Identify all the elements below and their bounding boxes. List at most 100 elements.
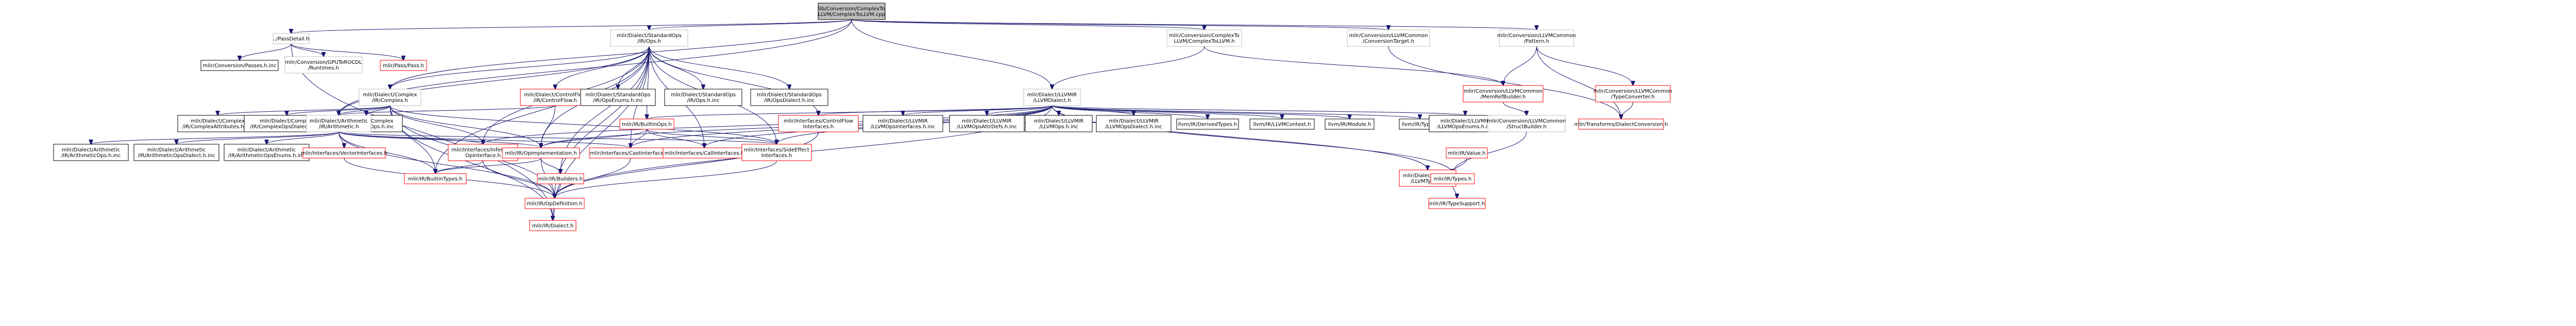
- node-label-line: /LLVMOpsDialect.h.inc: [1105, 124, 1162, 130]
- node-box: [306, 115, 371, 132]
- edge-stdops-to-stddialect: [649, 46, 789, 89]
- node-irtypes[interactable]: mlir/IR/Types.h: [1430, 173, 1475, 184]
- node-label-line: /LLVMDialect.h: [1033, 98, 1071, 104]
- node-label-line: Interfaces.h: [761, 153, 792, 159]
- node-label-line: /IR/ComplexOpsDialect.h.inc: [250, 124, 323, 130]
- node-label-line: mlir/Interfaces/ControlFlow: [784, 118, 853, 124]
- node-box: [529, 220, 577, 231]
- node-arithopsinc: mlir/Dialect/Arithmetic/IR/ArithmeticOps…: [53, 144, 129, 161]
- edge-controlflow-to-opimpl: [541, 105, 555, 148]
- edge-opimpl-to-builtintypes: [435, 158, 541, 174]
- node-box: [1096, 115, 1172, 132]
- node-label-line: mlir/Dialect/LLVMIR: [878, 118, 928, 124]
- node-box: [224, 144, 310, 161]
- node-builders[interactable]: mlir/IR/Builders.h: [537, 173, 584, 184]
- node-label-line: /IR/ArithmeticOpsEnums.h.inc: [228, 153, 305, 159]
- node-complexops[interactable]: mlir/Dialect/Complex/IR/Complex.h: [359, 89, 421, 106]
- node-llvmdialect[interactable]: mlir/Dialect/LLVMIR/LLVMDialect.h: [1023, 89, 1081, 106]
- node-label-line: mlir/Conversion/ComplexTo: [1169, 33, 1240, 39]
- node-label-line: mlir/IR/Dialect.h: [532, 224, 574, 229]
- node-memrefbuilder[interactable]: mlir/Conversion/LLVMCommon/MemRefBuilder…: [1463, 85, 1544, 102]
- node-typesupport[interactable]: mlir/IR/TypeSupport.h: [1428, 198, 1486, 209]
- node-gpu2rocdl[interactable]: mlir/Conversion/GPUToROCDL/Runtimes.h: [284, 56, 363, 74]
- node-label-line: /IR/OpsEnums.h.inc: [593, 98, 643, 104]
- edge-infertype-to-builtintypes: [435, 160, 483, 174]
- node-arith[interactable]: mlir/Dialect/Arithmetic/IR/Arithmetic.h: [306, 115, 371, 132]
- edge-castinterfaces-to-opdefinition: [555, 158, 631, 198]
- node-box: [1166, 29, 1242, 47]
- node-root[interactable]: lib/Conversion/ComplexToLLVM/ComplexToLL…: [818, 3, 886, 20]
- node-label-line: mlir/Dialect/StandardOps: [671, 92, 736, 98]
- node-label-line: mlir/Dialect/StandardOps: [757, 92, 822, 98]
- node-stdopshinc: mlir/Dialect/StandardOps/IR/Ops.h.inc: [664, 89, 742, 106]
- node-dialectconversion[interactable]: mlir/Transforms/DialectConversion.h: [1574, 118, 1668, 130]
- node-label-line: llvm/IR/Type.h: [1402, 122, 1438, 128]
- node-llvmopshinc: mlir/Dialect/LLVMIR/LLVMOps.h.inc: [1025, 115, 1093, 132]
- node-builtintypes[interactable]: mlir/IR/BuiltinTypes.h: [404, 173, 467, 184]
- node-box: [537, 173, 584, 184]
- node-opimpl[interactable]: mlir/IR/OpImplementation.h: [502, 147, 580, 159]
- edge-root-to-stdops: [649, 19, 852, 30]
- node-label-line: mlir/Dialect/LLVMIR: [1027, 92, 1077, 98]
- node-label-line: mlir/Interfaces/VectorInterfaces.h: [301, 151, 387, 157]
- node-irdialect[interactable]: mlir/IR/Dialect.h: [529, 220, 577, 231]
- node-box: [53, 144, 129, 161]
- edge-stdops-to-arith: [339, 46, 650, 115]
- node-pass[interactable]: mlir/Pass/Pass.h: [380, 60, 427, 71]
- node-label-line: mlir/Conversion/Passes.h.inc: [202, 63, 276, 69]
- node-label-line: mlir/IR/Types.h: [1434, 177, 1472, 182]
- node-passdetail[interactable]: ../PassDetail.h: [273, 33, 310, 44]
- node-label-line: mlir/Conversion/LLVMCommon: [1497, 33, 1576, 39]
- node-opdefinition[interactable]: mlir/IR/OpDefinition.h: [524, 198, 585, 209]
- edge-arith-to-castinterfaces: [338, 131, 631, 148]
- edge-structbuilder-to-irtypes: [1453, 131, 1527, 174]
- node-callinterfaces[interactable]: mlir/Interfaces/CallInterfaces.h: [663, 147, 746, 159]
- node-box: [273, 33, 310, 44]
- node-llvmopsattr: mlir/Dialect/LLVMIR/LLVMOpsAttrDefs.h.in…: [949, 115, 1025, 132]
- node-convtarget[interactable]: mlir/Conversion/LLVMCommon/ConversionTar…: [1347, 29, 1430, 47]
- edge-complexops-to-complexdialectinc: [287, 105, 391, 115]
- node-controlflow[interactable]: mlir/Dialect/ControlFlow/IR/ControlFlow.…: [520, 89, 590, 106]
- edge-complex2llvm-to-memrefbuilder: [1204, 46, 1503, 85]
- edge-passdetail-to-irdialect: [291, 43, 553, 220]
- node-vectorinterfaces[interactable]: mlir/Interfaces/VectorInterfaces.h: [301, 147, 387, 159]
- node-label-line: /IR/ControlFlow.h: [533, 98, 577, 104]
- node-structbuilder[interactable]: mlir/Conversion/LLVMCommon/StructBuilder…: [1487, 115, 1566, 132]
- edge-arith-to-sideeffect: [338, 131, 777, 144]
- node-label-line: mlir/Conversion/LLVMCommon: [1349, 33, 1428, 39]
- node-box: [1025, 115, 1093, 132]
- node-box: [949, 115, 1025, 132]
- node-builtinops[interactable]: mlir/IR/BuiltinOps.h: [619, 118, 674, 130]
- node-irvalue[interactable]: mlir/IR/Value.h: [1446, 147, 1488, 159]
- node-label-line: mlir/Interfaces/CallInterfaces.h: [665, 151, 744, 157]
- node-box: [1595, 85, 1671, 102]
- node-box: [1463, 85, 1544, 102]
- node-typeconverter[interactable]: mlir/Conversion/LLVMCommon/TypeConverter…: [1594, 85, 1672, 102]
- node-label-line: /IR/Arithmetic.h: [318, 124, 359, 130]
- node-castinterfaces[interactable]: mlir/Interfaces/CastInterfaces.h: [589, 147, 672, 159]
- node-label-line: mlir/Conversion/LLVMCommon: [1594, 89, 1672, 94]
- node-stdops[interactable]: mlir/Dialect/StandardOps/IR/Ops.h: [610, 29, 688, 47]
- edge-controlflow-to-arith: [339, 105, 555, 115]
- node-box: [619, 118, 674, 130]
- node-box: [1428, 198, 1486, 209]
- node-stdenums: mlir/Dialect/StandardOps/IR/OpsEnums.h.i…: [580, 89, 656, 106]
- node-box: [1578, 118, 1664, 130]
- node-box: [862, 115, 943, 132]
- node-llvmopsinterfaces: mlir/Dialect/LLVMIR/LLVMOpsInterfaces.h.…: [862, 115, 943, 132]
- edge-builders-to-opdefinition: [555, 183, 561, 198]
- edge-builtinops-to-castinterfaces: [631, 129, 647, 148]
- node-pattern[interactable]: mlir/Conversion/LLVMCommon/Pattern.h: [1497, 29, 1576, 47]
- node-label-line: /MemRefBuilder.h: [1480, 94, 1526, 100]
- edge-arith-to-builtintypes: [338, 131, 436, 174]
- node-complex2llvm[interactable]: mlir/Conversion/ComplexToLLVM/ComplexToL…: [1166, 29, 1242, 47]
- node-passesinc: mlir/Conversion/Passes.h.inc: [200, 60, 279, 71]
- node-box: [520, 89, 590, 106]
- edge-stdops-to-complexops: [390, 46, 650, 89]
- edge-root-to-passdetail: [291, 19, 852, 33]
- node-box: [302, 147, 386, 159]
- node-derivedtypes: llvm/IR/DerivedTypes.h: [1176, 118, 1239, 130]
- node-label-line: /IR/Ops.h: [637, 39, 661, 44]
